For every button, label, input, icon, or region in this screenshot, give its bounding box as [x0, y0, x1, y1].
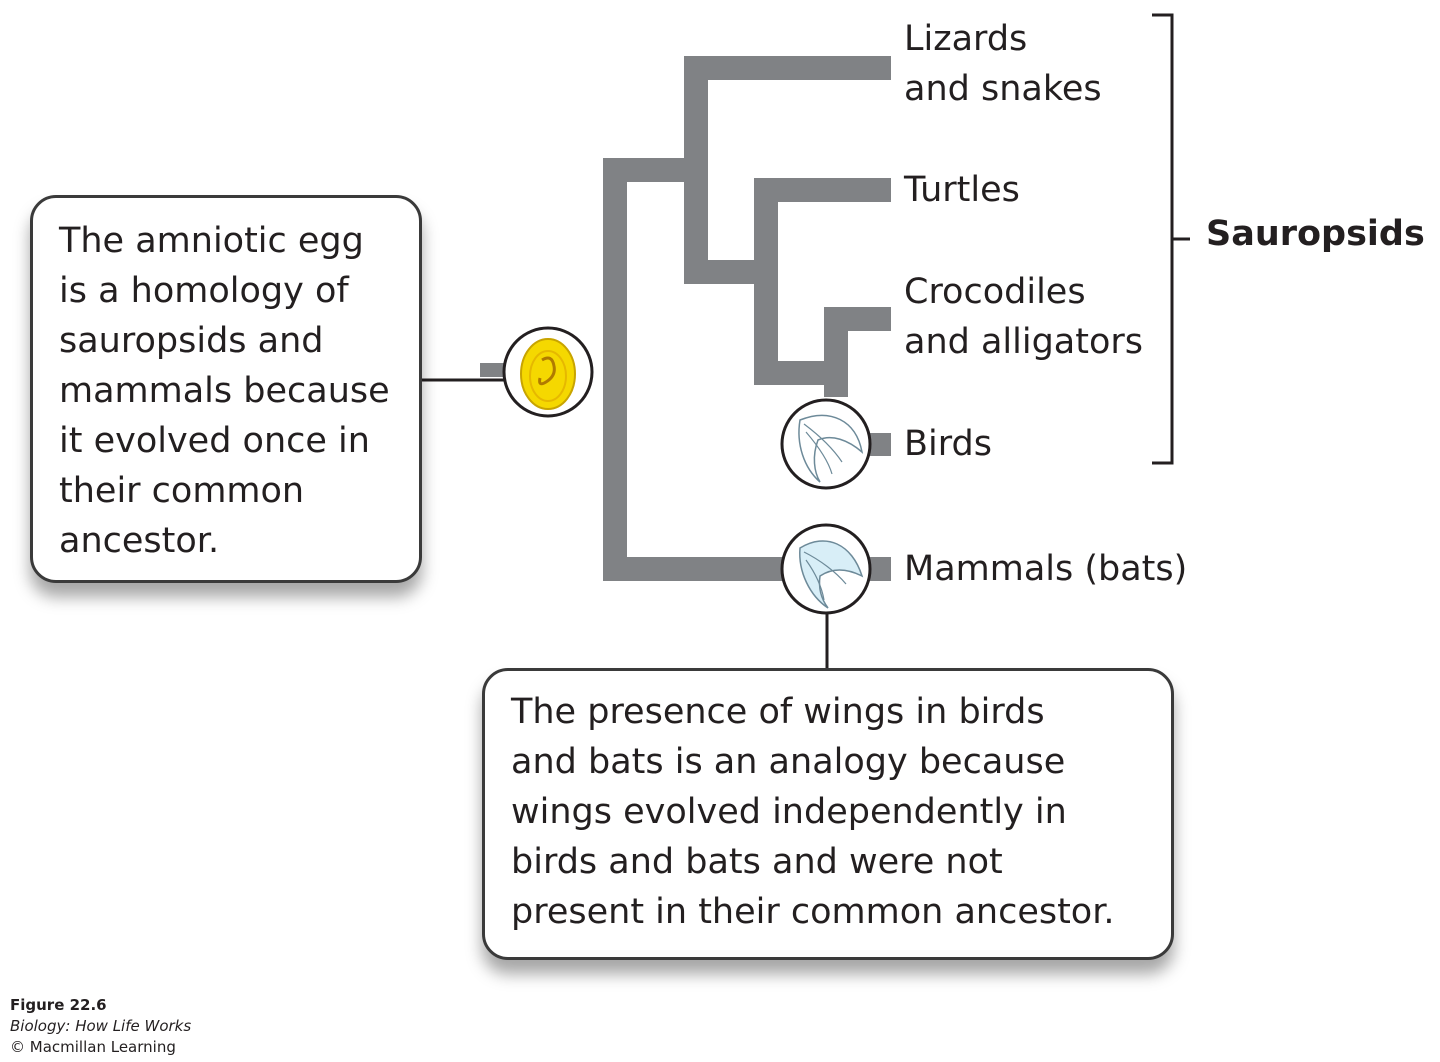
- callout-line: and bats is an analogy because: [511, 742, 1066, 782]
- branch-lizards: [684, 56, 891, 80]
- taxon-line: Birds: [904, 424, 992, 464]
- callout-line: mammals because: [59, 371, 390, 411]
- taxon-line: Mammals (bats): [904, 549, 1188, 589]
- figure-number: Figure 22.6: [10, 996, 107, 1014]
- taxon-lizards-and-snakes: Lizards and snakes: [904, 14, 1102, 114]
- taxon-line: and snakes: [904, 69, 1102, 109]
- branch-turtles: [754, 178, 891, 202]
- callout-line: wings evolved independently in: [511, 792, 1067, 832]
- taxon-crocodiles-and-alligators: Crocodiles and alligators: [904, 267, 1143, 367]
- sauropsid-node-branch: [684, 56, 708, 284]
- root-node-branch: [603, 158, 627, 581]
- callout-line: The presence of wings in birds: [511, 692, 1045, 732]
- taxon-birds: Birds: [904, 419, 992, 469]
- book-title: Biology: How Life Works: [10, 1017, 192, 1035]
- callout-line: their common: [59, 471, 305, 511]
- root-branch: [480, 363, 504, 377]
- branch-birds: [868, 433, 891, 456]
- analogy-callout: The presence of wings in birds and bats …: [482, 668, 1174, 960]
- bird-wing-icon: [780, 398, 872, 490]
- callout-line: ancestor.: [59, 521, 220, 561]
- archelosaur-node-branch: [754, 178, 778, 385]
- taxon-mammals-bats: Mammals (bats): [904, 544, 1187, 594]
- amniotic-egg-icon: [502, 326, 594, 418]
- clade-label-sauropsids: Sauropsids: [1206, 214, 1425, 254]
- callout-line: is a homology of: [59, 271, 349, 311]
- tree-branches: [480, 56, 891, 581]
- taxon-turtles: Turtles: [904, 165, 1020, 215]
- callout-line: The amniotic egg: [59, 221, 364, 261]
- taxon-line: Lizards: [904, 19, 1028, 59]
- bat-wing-icon: [780, 523, 872, 615]
- taxon-line: and alligators: [904, 322, 1144, 362]
- callout-line: it evolved once in: [59, 421, 370, 461]
- callout-line: sauropsids and: [59, 321, 324, 361]
- publisher-credit: © Macmillan Learning: [10, 1038, 176, 1056]
- homology-callout: The amniotic egg is a homology of saurop…: [30, 195, 422, 583]
- taxon-line: Turtles: [904, 170, 1020, 210]
- callout-line: present in their common ancestor.: [511, 892, 1115, 932]
- branch-crocodiles: [824, 307, 891, 331]
- callout-line: birds and bats and were not: [511, 842, 1003, 882]
- taxon-line: Crocodiles: [904, 272, 1086, 312]
- sauropsids-bracket: [1152, 13, 1190, 465]
